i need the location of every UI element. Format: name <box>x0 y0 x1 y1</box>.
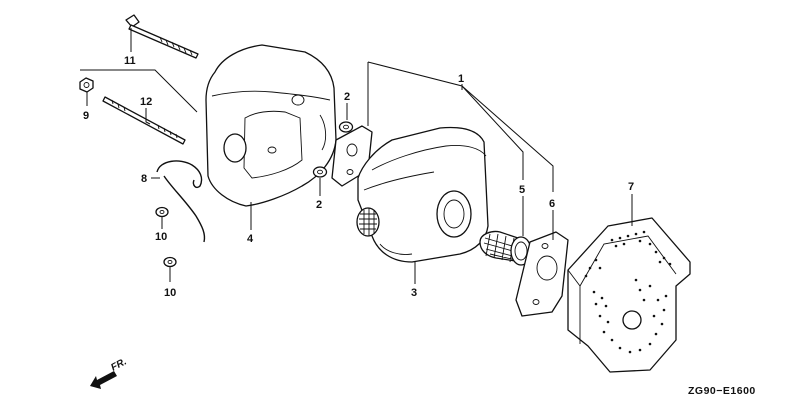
callout-7: 7 <box>628 181 634 193</box>
drawing-code: ZG90−E1600 <box>688 385 756 397</box>
callout-11: 11 <box>124 55 136 67</box>
nut-9 <box>79 77 94 93</box>
callout-4: 4 <box>247 233 254 245</box>
washer-10a <box>155 206 169 218</box>
callout-2: 2 <box>344 91 350 103</box>
clip-8 <box>156 160 206 243</box>
washer-2b <box>312 166 328 178</box>
callout-6: 6 <box>549 198 555 210</box>
stud-12 <box>102 96 186 145</box>
callout-12: 12 <box>140 96 152 108</box>
washer-10b <box>163 256 177 268</box>
callout-1: 1 <box>458 73 464 85</box>
callout-2: 2 <box>316 199 322 211</box>
muffler-outlet-screen <box>356 207 380 237</box>
heat-shield-7 <box>567 217 691 373</box>
muffler-3 <box>356 126 489 263</box>
gasket-6 <box>515 231 569 317</box>
front-direction-arrow <box>90 371 117 389</box>
callout-8: 8 <box>141 173 147 185</box>
callout-5: 5 <box>519 184 525 196</box>
washer-2a <box>338 121 354 133</box>
front-direction-label: FR. <box>109 356 128 373</box>
bolt-11 <box>125 14 199 59</box>
arrester-screen-5 <box>479 230 532 266</box>
muffler-protector-4 <box>205 44 337 207</box>
callout-10: 10 <box>164 287 176 299</box>
callout-10: 10 <box>155 231 167 243</box>
callout-3: 3 <box>411 287 417 299</box>
callout-9: 9 <box>83 110 89 122</box>
